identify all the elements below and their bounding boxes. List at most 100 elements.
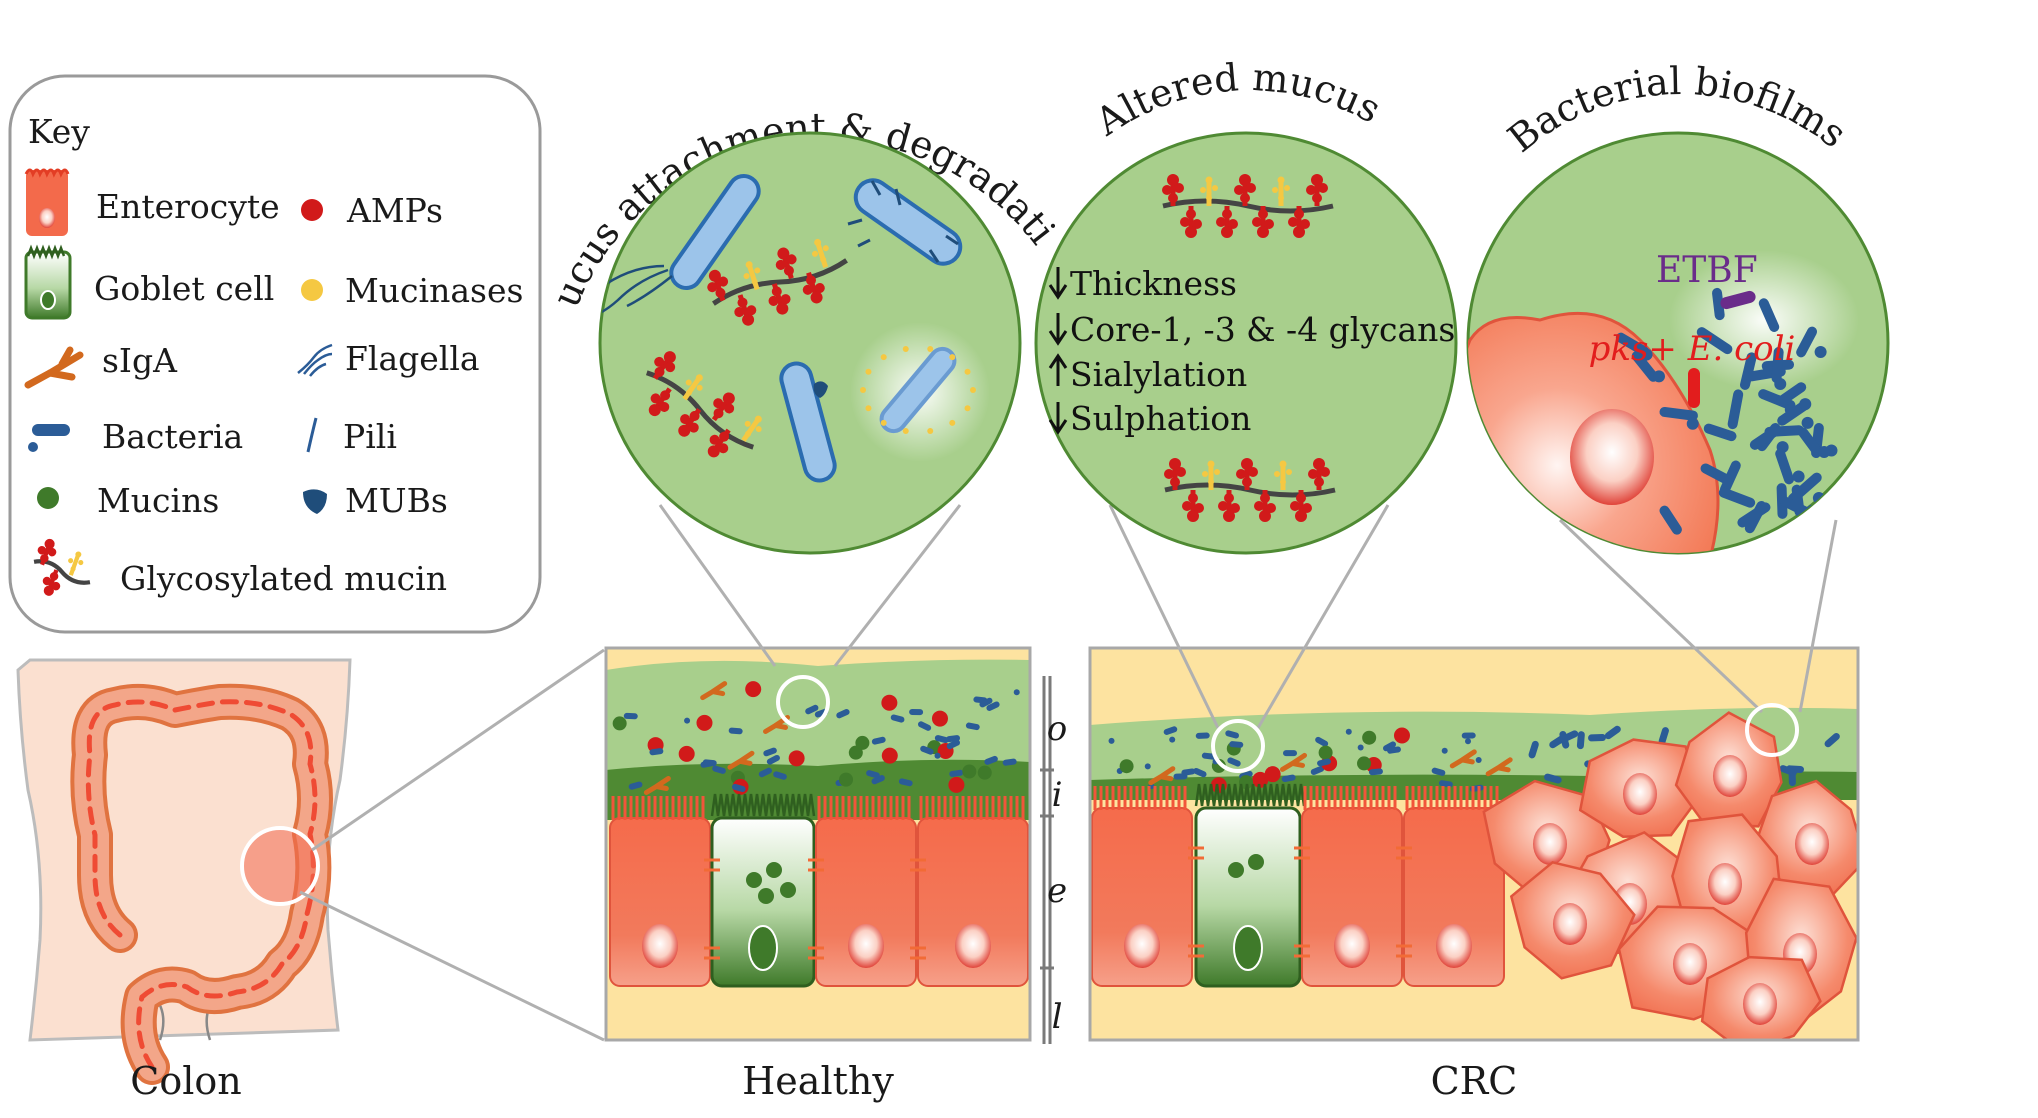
bacterium-degrading bbox=[879, 346, 957, 434]
bacterium bbox=[731, 783, 746, 793]
key-label-mubs: MUBs bbox=[345, 481, 448, 520]
biofilm-bacterium bbox=[1749, 426, 1781, 450]
enterocyte bbox=[1091, 786, 1193, 987]
key-label-glycosylated: Glycosylated mucin bbox=[120, 559, 447, 598]
bacterium bbox=[758, 767, 772, 778]
tumor-cell bbox=[1509, 860, 1636, 980]
bacterium-coccus bbox=[1686, 417, 1699, 430]
flagella-icon bbox=[297, 343, 333, 377]
tumor-nucleus bbox=[1673, 943, 1707, 985]
biofilm-bacterium bbox=[1719, 460, 1741, 495]
mucinase bbox=[902, 346, 909, 353]
amp bbox=[745, 681, 762, 698]
mucinase-icon bbox=[301, 279, 323, 301]
mucinase bbox=[902, 427, 909, 434]
coccus bbox=[1108, 737, 1115, 744]
biofilm-bacterium bbox=[1718, 487, 1756, 508]
mucinase bbox=[880, 354, 887, 361]
etbf-bacterium bbox=[1720, 290, 1756, 310]
tumor-cell bbox=[1674, 711, 1783, 828]
key-label-flagella: Flagella bbox=[345, 339, 480, 378]
bacterium bbox=[1438, 780, 1453, 788]
layer-bracket: o i e l bbox=[1040, 676, 1067, 1044]
biofilm-bacterium bbox=[1771, 347, 1784, 384]
biofilm-bacterium bbox=[1559, 730, 1570, 749]
mucin bbox=[839, 772, 854, 787]
bacterium bbox=[702, 759, 717, 767]
mub bbox=[813, 381, 828, 398]
enterocyte-icon bbox=[24, 168, 70, 236]
mub-icon bbox=[303, 489, 327, 514]
biofilm-bacterium bbox=[1758, 298, 1780, 332]
bacterium bbox=[773, 771, 787, 780]
enterocyte bbox=[917, 796, 1029, 987]
bacterium bbox=[1201, 752, 1216, 760]
amp bbox=[948, 776, 965, 793]
mucin bbox=[1119, 759, 1134, 774]
enterocyte bbox=[815, 796, 917, 987]
biofilm-bacterium bbox=[1604, 725, 1621, 740]
bacterium bbox=[917, 721, 932, 731]
crc-border bbox=[1088, 646, 1860, 1042]
mucinase bbox=[949, 419, 956, 426]
bacterium-coccus bbox=[1799, 398, 1812, 411]
tumor-nucleus bbox=[1553, 903, 1587, 945]
amp bbox=[678, 745, 695, 762]
mucin bbox=[1362, 730, 1377, 745]
bacterium bbox=[946, 739, 961, 750]
bacterium bbox=[866, 770, 880, 779]
altered-mucus-item: Thickness bbox=[1070, 264, 1237, 303]
crc-biofilm-zoom-marker bbox=[1745, 703, 1799, 757]
bacterium bbox=[1193, 767, 1207, 778]
layer-lamina-label: l bbox=[1052, 997, 1063, 1037]
bacterium-flagellated bbox=[669, 174, 761, 290]
coccus bbox=[1169, 736, 1176, 743]
biofilm-bacterium bbox=[1740, 352, 1757, 390]
amp bbox=[881, 747, 898, 764]
biofilm-bacterium bbox=[1779, 765, 1797, 776]
layer-outer-label: o bbox=[1047, 709, 1067, 749]
tumor-nucleus bbox=[1623, 773, 1657, 815]
biofilm-bacterium bbox=[1576, 731, 1585, 750]
bacterium bbox=[986, 701, 1000, 711]
key-label-mucinases: Mucinases bbox=[345, 271, 523, 310]
glycosylated-mucin-icon bbox=[33, 538, 91, 596]
coccus bbox=[1345, 728, 1352, 735]
key-label-goblet: Goblet cell bbox=[94, 269, 274, 308]
bacterium bbox=[766, 754, 780, 765]
tumor-cell bbox=[1578, 738, 1702, 838]
glycosylated-mucin bbox=[1164, 458, 1336, 522]
key-label-siga: sIgA bbox=[102, 341, 178, 380]
key-border bbox=[8, 74, 542, 634]
nucleus bbox=[848, 924, 884, 968]
coccus bbox=[1144, 763, 1151, 770]
tumor-cell bbox=[1700, 955, 1822, 1040]
amp bbox=[788, 750, 805, 767]
inner-mucus bbox=[606, 759, 1030, 820]
circle-biofilms: Bacterial biofilms ETBF pks+ E. coli bbox=[1466, 59, 1890, 555]
mucinase bbox=[865, 368, 872, 375]
siga-icon bbox=[24, 346, 84, 389]
biofilm-glow bbox=[1669, 250, 1859, 390]
mucin bbox=[855, 735, 870, 750]
enterocyte bbox=[1403, 786, 1505, 987]
siga bbox=[1449, 749, 1477, 769]
key-label-amps: AMPs bbox=[346, 191, 443, 230]
bacterium-piliated bbox=[853, 178, 963, 266]
pili bbox=[847, 180, 959, 263]
zoom-lines-circles bbox=[658, 504, 1838, 729]
bacterium bbox=[623, 712, 638, 720]
biofilm-bacterium bbox=[1615, 332, 1650, 357]
bacterium bbox=[649, 748, 664, 756]
coccus bbox=[1441, 747, 1448, 754]
healthy-panel: Healthy bbox=[604, 646, 1032, 1103]
goblet-nucleus bbox=[748, 925, 778, 971]
glycosylated-mucin bbox=[33, 538, 91, 596]
bacterium bbox=[890, 714, 905, 723]
coccus bbox=[1013, 689, 1020, 696]
bacteria-icon bbox=[28, 424, 70, 452]
bacterium bbox=[1181, 768, 1196, 776]
biofilm-bacterium bbox=[1588, 734, 1607, 742]
zoom-lines-colon bbox=[299, 648, 605, 1042]
bacterium-coccus bbox=[1801, 416, 1814, 429]
